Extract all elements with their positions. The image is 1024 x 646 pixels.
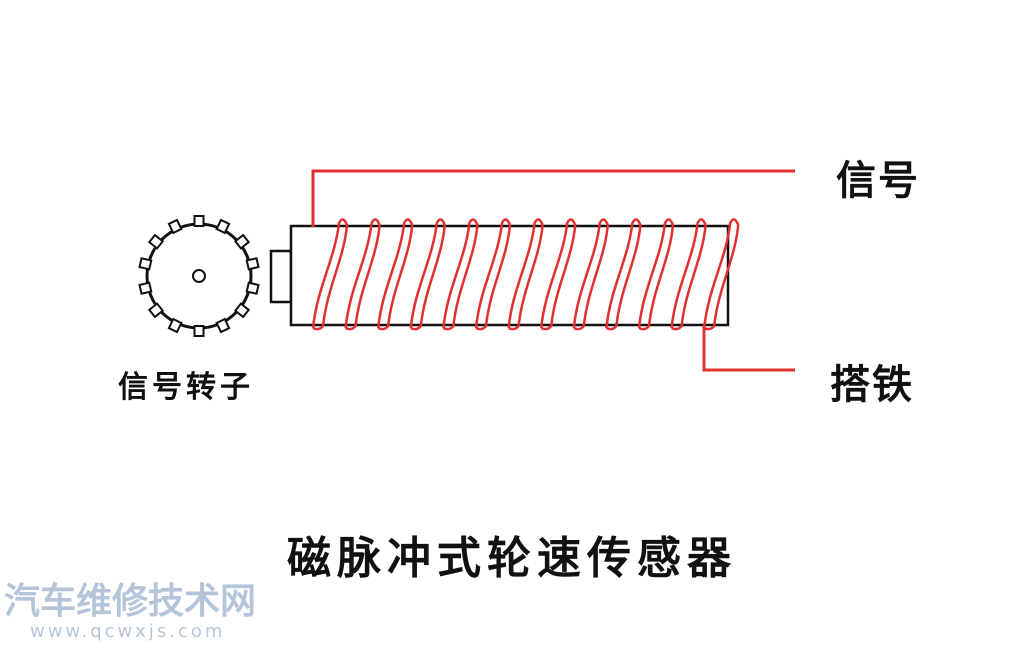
gear-tooth: [245, 281, 260, 295]
gear-tooth: [193, 215, 205, 227]
coil-winding: [311, 218, 740, 331]
gear-tooth: [147, 302, 165, 319]
signal-rotor-gear: [138, 215, 260, 337]
coil-turn: [474, 218, 512, 331]
coil-turn: [311, 218, 349, 331]
coil-turn: [409, 218, 447, 331]
gear-tooth: [193, 325, 205, 337]
watermark-url: www.qcwxjs.com: [30, 621, 226, 642]
gear-tooth: [245, 257, 260, 271]
rotor-teeth: [138, 215, 260, 337]
coil-turn: [702, 218, 740, 331]
coil-turn: [670, 218, 707, 331]
coil-turn: [507, 218, 544, 331]
signal-wire: [311, 169, 795, 227]
magnet-core: [289, 224, 730, 327]
coil-turn: [539, 218, 577, 331]
coil-turn: [637, 218, 675, 331]
gear-tooth: [233, 302, 251, 319]
gear-tooth: [167, 317, 183, 334]
watermark: 汽车维修技术网 www.qcwxjs.com: [4, 582, 294, 642]
gear-tooth: [138, 257, 153, 271]
gear-tooth: [215, 218, 231, 235]
coil-turn: [605, 218, 642, 331]
gear-tooth: [215, 317, 231, 334]
rotor-label: 信号转子: [118, 370, 254, 405]
rotor-hub: [192, 269, 206, 283]
coil-turn: [442, 218, 479, 331]
diagram-title: 磁脉冲式轮速传感器: [287, 533, 737, 584]
gear-tooth: [147, 233, 165, 250]
ground-wire: [702, 325, 795, 372]
pole-tip: [269, 249, 293, 304]
watermark-name: 汽车维修技术网: [4, 581, 257, 622]
ground-label: 搭铁: [830, 362, 914, 408]
signal-label: 信号: [836, 158, 920, 204]
gear-tooth: [167, 218, 183, 235]
gear-tooth: [233, 233, 251, 250]
gear-tooth: [138, 281, 153, 295]
coil-turn: [376, 218, 414, 331]
coil-turn: [572, 218, 610, 331]
coil-turn: [344, 218, 381, 331]
